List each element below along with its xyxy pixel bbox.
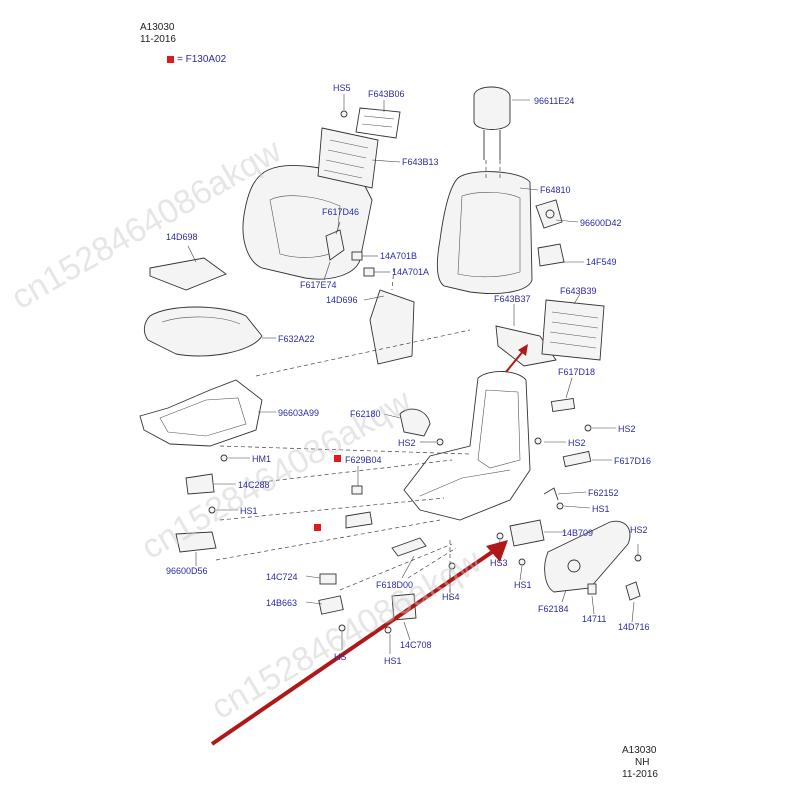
leader-lines (187, 94, 639, 654)
label-hs3: HS3 (490, 558, 508, 568)
label-f617e74: F617E74 (300, 280, 337, 290)
net-f643b39 (541, 299, 605, 361)
label-hm1: HM1 (252, 454, 271, 464)
fasteners (208, 424, 642, 634)
label-hs5: HS5 (333, 83, 351, 93)
legend-code: = F130A02 (177, 54, 227, 65)
label-14d716: 14D716 (618, 622, 650, 632)
seat-frame-center (403, 371, 531, 521)
label-hs2-right: HS2 (568, 438, 586, 448)
clip-f62152 (543, 487, 559, 501)
label-14c708: 14C708 (400, 640, 432, 650)
lumbar-unit (317, 127, 379, 189)
footer-model: NH (635, 757, 650, 768)
red-arrow-upper (505, 344, 528, 373)
label-f62180: F62180 (350, 409, 381, 419)
clip-14a701b (351, 251, 363, 261)
knob-14711 (587, 583, 597, 595)
label-96600d56: 96600D56 (166, 566, 208, 576)
footer-date: 11-2016 (622, 769, 658, 780)
side-shield-f62184 (544, 520, 631, 593)
label-hs4: HS4 (442, 592, 460, 602)
label-96611e24: 96611E24 (534, 96, 574, 106)
clip-f629b04 (351, 485, 363, 495)
cover-f618d00 (391, 537, 427, 557)
label-14f549: 14F549 (586, 257, 617, 267)
label-f617d46: F617D46 (322, 207, 359, 217)
label-f62184: F62184 (538, 604, 569, 614)
red-marker-f629b04 (334, 455, 341, 462)
label-96603a99: 96603A99 (278, 408, 319, 418)
clip-14a701a (363, 267, 375, 277)
part-labels: HS5 F643B06 96611E24 F643B13 F64810 F617… (166, 83, 651, 666)
label-hs2-right-top: HS2 (618, 424, 636, 434)
label-hs1-center: HS1 (514, 580, 532, 590)
label-14a701b: 14A701B (380, 251, 417, 261)
recliner-f62180 (399, 408, 431, 437)
footer-code: A13030 (622, 745, 657, 756)
module-14b709 (509, 519, 545, 547)
label-14a701a: 14A701A (392, 267, 429, 277)
assembly-lines (215, 160, 501, 600)
recliner-bracket-left (325, 229, 345, 261)
label-hs1-right: HS1 (592, 504, 610, 514)
red-marker-clip (314, 524, 321, 531)
label-14711: 14711 (582, 614, 606, 624)
label-14c724: 14C724 (266, 572, 298, 582)
label-14b663: 14B663 (266, 598, 297, 608)
guide-14d696 (369, 289, 415, 365)
label-hs2-far-right: HS2 (630, 525, 648, 535)
label-14c288: 14C288 (238, 480, 270, 490)
label-hs1-bottom: HS1 (384, 656, 402, 666)
bracket-14c288 (185, 473, 215, 495)
cover-f617d16 (562, 450, 592, 468)
label-f643b06: F643B06 (368, 89, 405, 99)
label-hs1-left: HS1 (240, 506, 258, 516)
hs5-screw (340, 110, 348, 118)
headrest (473, 86, 511, 160)
bracket-14c708 (391, 593, 417, 621)
label-14d698: 14D698 (166, 232, 198, 242)
red-arrow-main (210, 540, 508, 746)
label-f618d00: F618D00 (376, 580, 413, 590)
knob-14d716 (625, 581, 641, 601)
cushion-f632a22 (143, 306, 263, 357)
watermark-text-3: cn1528464086akqw (205, 542, 488, 727)
module-14b663 (318, 595, 344, 615)
pad-14d698 (149, 257, 227, 291)
label-f643b37: F643B37 (494, 294, 531, 304)
label-hs2-center: HS2 (398, 438, 416, 448)
seat-back-frame (436, 171, 533, 294)
label-96600d42: 96600D42 (580, 218, 622, 228)
label-f629b04: F629B04 (345, 455, 382, 465)
label-f643b13: F643B13 (402, 157, 439, 167)
label-14b709: 14B709 (562, 528, 593, 538)
label-f632a22: F632A22 (278, 334, 315, 344)
label-f64810: F64810 (540, 185, 571, 195)
label-f62152: F62152 (588, 488, 619, 498)
frame-96603a99 (139, 379, 263, 447)
label-hs-cut: HS (334, 652, 347, 662)
label-f643b39: F643B39 (560, 286, 597, 296)
legend-swatch (167, 56, 174, 63)
label-f617d18: F617D18 (558, 367, 595, 377)
switch-f617d18 (550, 398, 576, 412)
harness-14c724 (319, 573, 337, 585)
header-code: A13030 (140, 22, 175, 33)
label-f617d16: F617D16 (614, 456, 651, 466)
clip-red-marker (345, 511, 373, 529)
module-96600d56 (175, 531, 217, 553)
lumbar-bracket (355, 107, 401, 139)
module-14f549 (537, 243, 565, 267)
label-14d696: 14D696 (326, 295, 358, 305)
header-date: 11-2016 (140, 34, 176, 45)
module-96600d42 (535, 199, 563, 229)
